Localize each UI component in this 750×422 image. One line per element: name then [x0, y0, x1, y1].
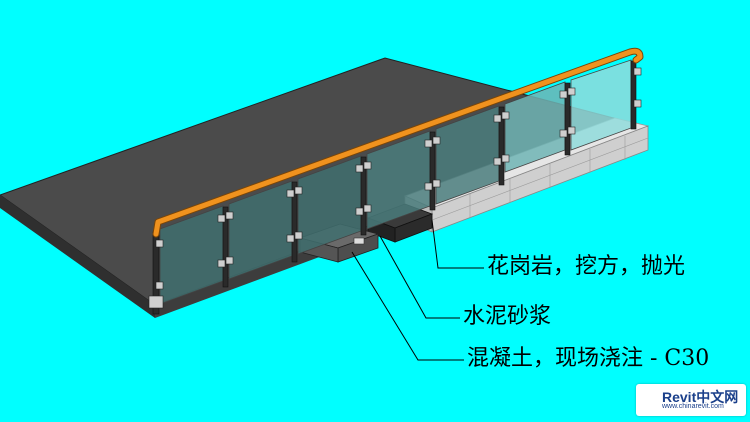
post [429, 131, 436, 211]
post [291, 181, 298, 263]
label-concrete: 混凝土，现场浇注 - C30 [467, 346, 710, 371]
post [222, 206, 229, 288]
label-mortar: 水泥砂浆 [463, 304, 552, 329]
logo-url: www.chinarevit.com [662, 403, 724, 410]
glass-clamps [155, 67, 642, 290]
railing-posts [152, 60, 637, 315]
glass-panels [159, 59, 632, 305]
post [498, 106, 505, 186]
logo-brand: Revit中文网 [662, 389, 739, 405]
concrete-anchor [353, 237, 365, 245]
leader-concrete [351, 251, 464, 361]
handrail-highlight [153, 48, 643, 237]
post-base-plate [148, 295, 164, 309]
post [564, 82, 571, 156]
leader-mortar [379, 235, 460, 319]
granite-joints [431, 136, 649, 221]
label-granite: 花岗岩，挖方，抛光 [487, 254, 686, 279]
slab-side [0, 195, 155, 318]
leader-granite [431, 219, 484, 269]
leader-lines [351, 219, 484, 361]
watermark-logo: Revit中文网 www.chinarevit.com [636, 384, 746, 416]
post [360, 156, 367, 236]
